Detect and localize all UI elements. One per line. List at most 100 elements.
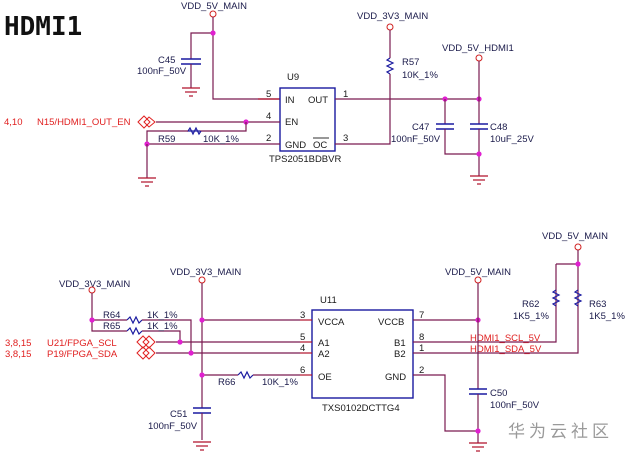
top-circuit: VDD_5V_MAIN C45 100nF_50V U9 TPS2051BDBV… — [4, 1, 535, 187]
resistor-r66 — [237, 370, 254, 380]
pin-number: 6 — [300, 365, 305, 376]
bidirectional-port-icon[interactable] — [136, 335, 156, 349]
r65-value: 1K_1% — [147, 321, 178, 332]
power-label-vdd-3v3-mid: VDD_3V3_MAIN — [170, 267, 241, 278]
u9-part: TPS2051BDBVR — [269, 154, 341, 165]
pin-number: 8 — [419, 332, 424, 343]
r64-ref: R64 — [103, 310, 120, 321]
resistor-r59 — [186, 126, 202, 136]
pin-name: OUT — [308, 95, 328, 106]
r59-ref: R59 — [158, 134, 175, 145]
u11-part: TXS0102DCTTG4 — [322, 403, 400, 414]
r65-ref: R65 — [103, 321, 120, 332]
r64-value: 1K_1% — [147, 310, 178, 321]
power-port-icon — [474, 276, 482, 284]
bidirectional-port-icon[interactable] — [136, 346, 156, 360]
c48-value: 10uF_25V — [490, 134, 535, 145]
power-label-vdd-5v-mid: VDD_5V_MAIN — [445, 267, 511, 278]
ground-icon — [138, 177, 156, 187]
pin-name: OC — [313, 140, 327, 151]
wire-vin — [212, 17, 280, 100]
sheet-title: HDMI1 — [4, 12, 82, 42]
c51-ref: C51 — [170, 409, 187, 420]
ground-icon — [193, 441, 211, 451]
resistor-r63 — [573, 289, 583, 307]
pin-name: IN — [285, 95, 295, 106]
ground-icon — [470, 175, 488, 185]
r63-ref: R63 — [589, 299, 606, 310]
resistor-r62 — [551, 289, 561, 307]
wire — [142, 330, 181, 342]
capacitor-c47 — [436, 123, 454, 130]
junction-dot — [475, 428, 481, 434]
junction-dot — [199, 372, 205, 378]
power-port-icon — [88, 286, 96, 294]
port-sda-name: P19/FPGA_SDA — [47, 349, 118, 360]
pin-number: 2 — [266, 133, 271, 144]
pin-name: GND — [285, 140, 306, 151]
junction-dot — [476, 151, 482, 157]
pin-name: VCCB — [378, 317, 404, 328]
pin-name: VCCA — [318, 317, 345, 328]
wire-gnd — [413, 374, 478, 432]
r62-value: 1K5_1% — [513, 311, 549, 322]
port-sda-sheets: 3,8,15 — [5, 349, 31, 360]
port-en-sheets: 4,10 — [4, 117, 23, 128]
r66-ref: R66 — [218, 377, 235, 388]
net-label-scl-5v: HDMI1_SCL_5V — [470, 333, 541, 344]
r66-value: 10K_1% — [262, 377, 298, 388]
power-label-vdd-3v3-main: VDD_3V3_MAIN — [357, 11, 428, 22]
capacitor-c51 — [193, 407, 211, 414]
resistor-r57 — [385, 57, 395, 75]
c47-ref: C47 — [412, 122, 429, 133]
c48-ref: C48 — [490, 122, 507, 133]
junction-dot — [188, 350, 194, 356]
pin-number: 1 — [419, 343, 424, 354]
ground-icon — [182, 87, 200, 97]
pin-name: B2 — [394, 349, 406, 360]
pin-number: 5 — [300, 332, 305, 343]
pin-number: 1 — [343, 89, 348, 100]
power-port-icon — [475, 54, 483, 62]
pin-number: 4 — [300, 343, 305, 354]
pin-number: 3 — [300, 310, 305, 321]
wire — [444, 129, 479, 155]
port-scl-name: U21/FPGA_SCL — [47, 338, 117, 349]
pin-name: EN — [285, 117, 298, 128]
power-port-icon — [198, 276, 206, 284]
bottom-circuit: VDD_3V3_MAIN R64 1K_1% R65 1K_1% 3,8,15 … — [5, 231, 625, 452]
pin-number: 5 — [266, 89, 271, 100]
pin-number: 3 — [343, 133, 348, 144]
ground-icon — [469, 442, 487, 452]
power-label-vdd-5v-hdmi1: VDD_5V_HDMI1 — [442, 43, 514, 54]
c50-value: 100nF_50V — [490, 400, 540, 411]
pin-number: 7 — [419, 310, 424, 321]
power-label-vdd-5v-main: VDD_5V_MAIN — [181, 1, 247, 12]
wire-oc — [335, 74, 391, 145]
c45-value: 100nF_50V — [137, 66, 187, 77]
ic-u9 — [279, 87, 336, 152]
wire-c45 — [190, 32, 213, 59]
power-port-icon — [209, 10, 217, 18]
capacitor-c48 — [470, 123, 488, 130]
c45-ref: C45 — [158, 55, 175, 66]
pin-number: 2 — [419, 365, 424, 376]
power-port-icon — [574, 243, 582, 251]
ic-u11 — [311, 309, 414, 399]
pin-name: GND — [385, 372, 406, 383]
r57-ref: R57 — [402, 57, 419, 68]
c50-ref: C50 — [490, 388, 507, 399]
pin-number: 4 — [266, 111, 271, 122]
pin-name: B1 — [394, 338, 406, 349]
port-scl-sheets: 3,8,15 — [5, 338, 31, 349]
watermark: 华为云社区 — [508, 422, 613, 442]
c47-value: 100nF_50V — [391, 134, 441, 145]
junction-dot — [210, 30, 216, 36]
junction-dot — [177, 339, 183, 345]
capacitor-c45 — [181, 58, 201, 65]
r59-value: 10K_1% — [203, 134, 239, 145]
u9-ref: U9 — [287, 72, 299, 83]
wire — [146, 130, 188, 144]
bidirectional-port-icon[interactable] — [137, 115, 156, 129]
